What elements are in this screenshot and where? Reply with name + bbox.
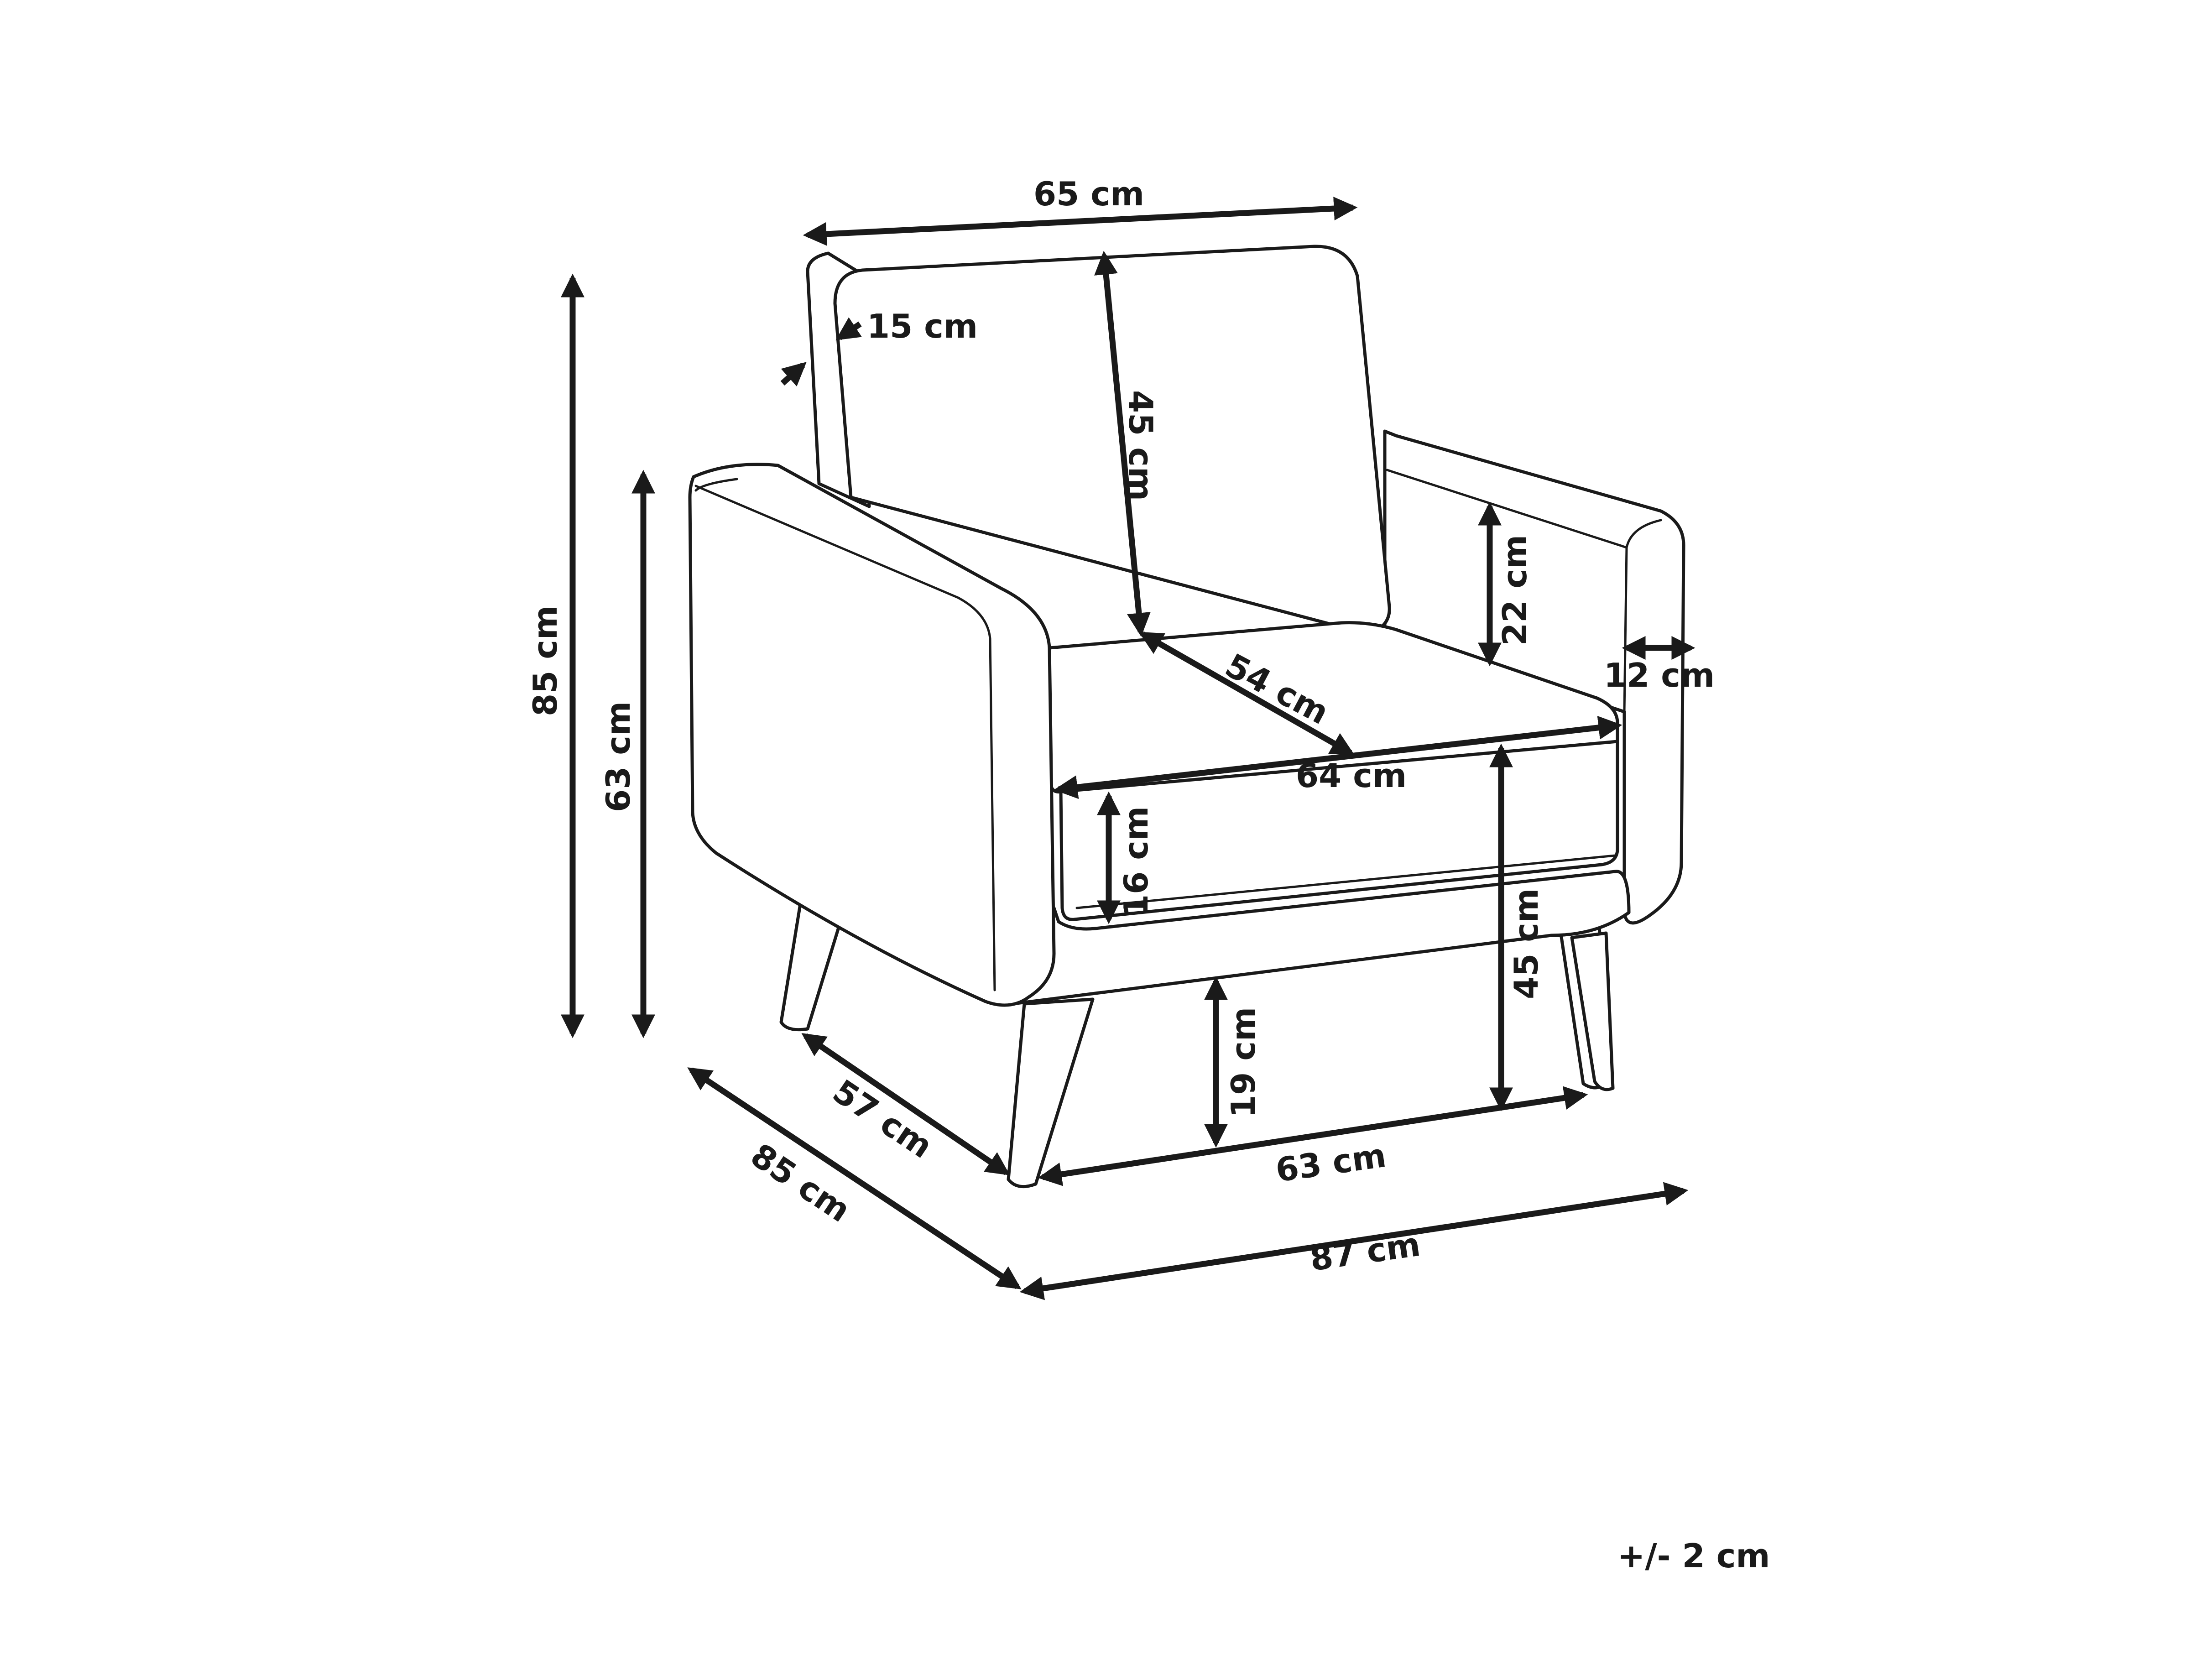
label-arm-height: 63 cm	[599, 701, 637, 812]
label-armrest-height: 22 cm	[1496, 535, 1534, 646]
label-seat-cushion-thickness: 16 cm	[1117, 806, 1155, 917]
tolerance-note: +/- 2 cm	[1617, 1537, 1770, 1575]
label-overall-height: 85 cm	[526, 605, 564, 716]
arrow-width-between-legs	[1038, 1086, 1588, 1186]
label-back-cushion-height: 45 cm	[1122, 390, 1160, 501]
seat-front-lower-seam	[1075, 854, 1617, 909]
right-armrest-inner-front	[1623, 546, 1628, 713]
left-armrest-top-seam	[694, 485, 996, 991]
label-overall-width: 87 cm	[1308, 1225, 1423, 1278]
front-left-leg	[1007, 997, 1095, 1189]
label-backrest-width: 65 cm	[1033, 175, 1144, 213]
arrow-backrest-width	[803, 197, 1358, 246]
front-right-leg	[1570, 931, 1615, 1091]
dimension-arrows	[561, 197, 1696, 1300]
label-leg-height: 19 cm	[1224, 1007, 1263, 1118]
right-armrest-seam	[1386, 469, 1662, 549]
label-armrest-width: 12 cm	[1604, 656, 1715, 694]
label-seat-height: 45 cm	[1507, 888, 1545, 999]
label-width-between-legs: 63 cm	[1273, 1136, 1388, 1189]
arrow-back-cushion-height	[1094, 250, 1151, 637]
left-armrest-front-seam	[694, 478, 738, 492]
label-overall-depth: 85 cm	[744, 1136, 857, 1230]
arrow-overall-depth	[687, 1067, 1022, 1289]
arrow-overall-width	[1019, 1182, 1689, 1300]
arrow-back-cushion-depth-a	[835, 317, 862, 340]
armchair-outline	[688, 245, 1685, 1189]
label-seat-width: 64 cm	[1296, 756, 1407, 795]
arrow-seat-width	[1054, 715, 1622, 799]
arrow-back-cushion-depth-b	[780, 362, 807, 387]
label-back-cushion-depth: 15 cm	[867, 307, 978, 345]
back-left-leg	[779, 899, 844, 1032]
left-armrest	[688, 463, 1056, 1007]
